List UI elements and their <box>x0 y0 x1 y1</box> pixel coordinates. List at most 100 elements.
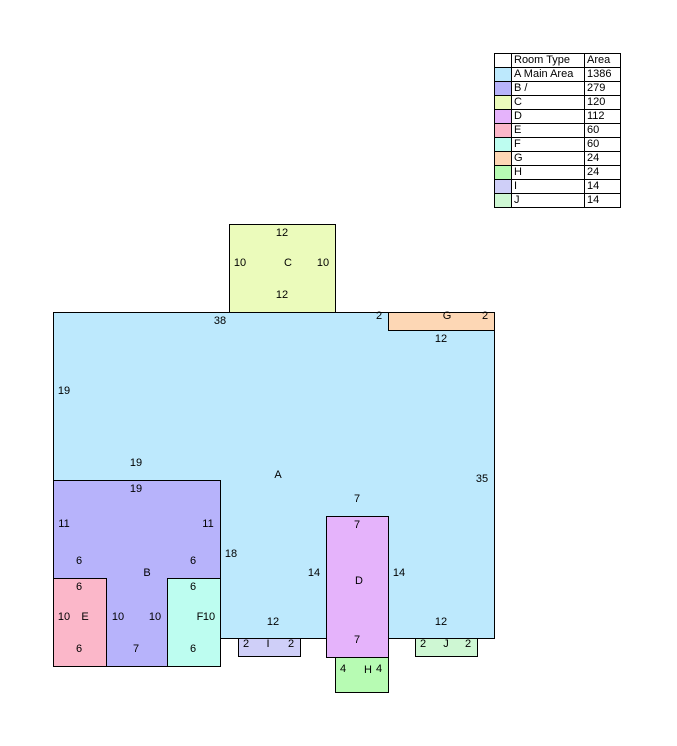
room-j-left-dim: 2 <box>420 638 426 650</box>
room-g-right-dim: 2 <box>482 310 488 322</box>
room-c <box>229 224 336 313</box>
room-d-top-outer-dim: 7 <box>354 493 360 505</box>
room-b-left-lower-dim: 6 <box>76 555 82 567</box>
room-b-right-dim: 11 <box>202 518 213 530</box>
room-c-left-dim: 10 <box>234 257 246 269</box>
room-j-top-dim: 12 <box>435 616 447 628</box>
legend-room-area: 24 <box>584 165 621 180</box>
room-e-top-dim: 6 <box>76 581 82 593</box>
legend-row: I 14 <box>494 179 621 194</box>
room-b-outer-right-dim: 18 <box>225 548 237 560</box>
room-f <box>167 578 221 667</box>
room-h-right-dim: 4 <box>376 663 382 675</box>
room-j <box>415 638 478 657</box>
room-legend: Room Type Area A Main Area 1386 B / 279 … <box>494 53 621 208</box>
room-d-top-dim: 7 <box>354 519 360 531</box>
legend-row: G 24 <box>494 151 621 166</box>
legend-row: J 14 <box>494 193 621 208</box>
legend-room-name: B / <box>511 81 585 96</box>
legend-room-name: I <box>511 179 585 194</box>
legend-header-row: Room Type Area <box>494 53 621 68</box>
legend-swatch <box>494 193 512 208</box>
legend-row: A Main Area 1386 <box>494 67 621 82</box>
room-i-top-dim: 12 <box>267 616 279 628</box>
legend-row: C 120 <box>494 95 621 110</box>
legend-swatch <box>494 81 512 96</box>
room-f-right-dim: 10 <box>203 611 215 623</box>
legend-room-area: 14 <box>584 179 621 194</box>
legend-header-type: Room Type <box>511 53 585 68</box>
room-i-left-dim: 2 <box>243 638 249 650</box>
room-c-label: C <box>284 257 292 269</box>
room-e-bottom-dim: 6 <box>76 643 82 655</box>
legend-swatch <box>494 179 512 194</box>
legend-swatch <box>494 151 512 166</box>
room-c-bottom-dim: 12 <box>276 289 288 301</box>
room-j-right-dim: 2 <box>465 638 471 650</box>
legend-room-area: 60 <box>584 137 621 152</box>
room-g-left-dim: 2 <box>376 310 382 322</box>
legend-swatch <box>494 123 512 138</box>
room-e <box>53 578 107 667</box>
room-f-bottom-dim: 6 <box>190 643 196 655</box>
room-a-left-dim: 19 <box>58 385 70 397</box>
room-b-inner-left-dim: 10 <box>112 611 124 623</box>
room-b-label: B <box>143 567 150 579</box>
room-e-left-dim: 10 <box>58 611 70 623</box>
legend-row: F 60 <box>494 137 621 152</box>
legend-header-area: Area <box>584 53 621 68</box>
room-h-label: H <box>364 664 372 676</box>
legend-header-swatch <box>494 53 512 68</box>
room-b-left-dim: 11 <box>58 518 69 530</box>
room-d-left-dim: 14 <box>308 567 320 579</box>
legend-row: E 60 <box>494 123 621 138</box>
legend-room-name: C <box>511 95 585 110</box>
room-h-left-dim: 4 <box>340 663 346 675</box>
room-f-label: F <box>197 611 204 623</box>
room-d-right-dim: 14 <box>393 567 405 579</box>
legend-swatch <box>494 109 512 124</box>
legend-row: H 24 <box>494 165 621 180</box>
legend-room-name: J <box>511 193 585 208</box>
legend-swatch <box>494 67 512 82</box>
room-g-bottom-dim: 12 <box>435 333 447 345</box>
room-f-top-dim: 6 <box>190 581 196 593</box>
legend-row: B / 279 <box>494 81 621 96</box>
legend-room-area: 120 <box>584 95 621 110</box>
legend-room-area: 60 <box>584 123 621 138</box>
room-c-right-dim: 10 <box>317 257 329 269</box>
legend-room-area: 279 <box>584 81 621 96</box>
room-b-top-outer-dim: 19 <box>130 457 142 469</box>
legend-room-name: F <box>511 137 585 152</box>
room-i <box>238 638 301 657</box>
room-g-label: G <box>443 310 452 322</box>
room-e-label: E <box>81 611 88 623</box>
room-d-label: D <box>355 575 363 587</box>
legend-swatch <box>494 137 512 152</box>
room-g <box>388 312 495 331</box>
legend-room-area: 24 <box>584 151 621 166</box>
room-a-right-dim: 35 <box>476 473 488 485</box>
legend-room-name: A Main Area <box>511 67 585 82</box>
room-b-bottom-dim: 7 <box>133 643 139 655</box>
room-b-top-dim: 19 <box>130 483 142 495</box>
room-a-top-dim: 38 <box>214 315 226 327</box>
legend-room-name: H <box>511 165 585 180</box>
legend-room-area: 1386 <box>584 67 621 82</box>
legend-swatch <box>494 165 512 180</box>
legend-room-area: 112 <box>584 109 621 124</box>
legend-row: D 112 <box>494 109 621 124</box>
room-d-bottom-dim: 7 <box>354 634 360 646</box>
legend-room-name: D <box>511 109 585 124</box>
legend-room-area: 14 <box>584 193 621 208</box>
room-a-label: A <box>274 469 282 481</box>
legend-room-name: E <box>511 123 585 138</box>
room-b-inner-right-dim: 10 <box>149 611 161 623</box>
room-h <box>335 657 389 693</box>
room-c-top-dim: 12 <box>276 227 288 239</box>
legend-swatch <box>494 95 512 110</box>
room-j-label: J <box>443 638 449 650</box>
legend-room-name: G <box>511 151 585 166</box>
room-i-right-dim: 2 <box>288 638 294 650</box>
